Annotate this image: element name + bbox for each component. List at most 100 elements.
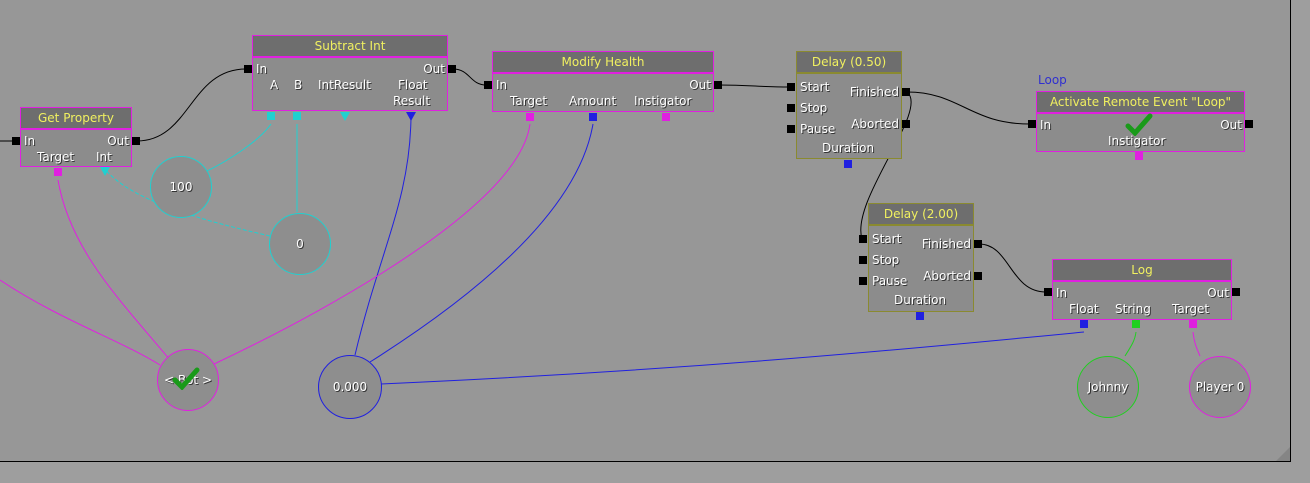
var-float-label: Float (1069, 302, 1099, 316)
in-pin[interactable] (1044, 288, 1052, 296)
var-instigator-label: Instigator (1108, 134, 1166, 148)
resize-grip[interactable] (1276, 447, 1290, 461)
pin-stop-label: Stop (872, 253, 900, 267)
activate-remote-event-node[interactable]: Activate Remote Event "Loop" In Out Inst… (1036, 91, 1245, 152)
pin-in-label: In (1056, 286, 1068, 300)
int-variable-100[interactable]: 100 (150, 156, 212, 218)
var-instigator-label: Instigator (634, 94, 692, 108)
node-title: Get Property (21, 108, 131, 130)
a-connector[interactable] (267, 112, 275, 120)
pin-pause-label: Pause (872, 274, 908, 288)
node-title: Activate Remote Event "Loop" (1037, 92, 1244, 114)
pin-out-label: Out (1220, 118, 1242, 132)
var-target-label: Target (1172, 302, 1210, 316)
node-title: Log (1053, 260, 1231, 282)
var-target-label: Target (37, 150, 75, 164)
duration-connector[interactable] (916, 312, 924, 320)
kismet-canvas[interactable]: Get Property In Out Target Int Subtract … (0, 0, 1291, 462)
string-connector[interactable] (1132, 320, 1140, 328)
pin-in-label: In (1040, 118, 1052, 132)
exec-wire (906, 91, 1031, 125)
pin-finished-label: Finished (849, 85, 899, 99)
get-property-node[interactable]: Get Property In Out Target Int (20, 107, 132, 167)
node-title: Delay (0.50) (797, 52, 901, 74)
pin-pause-label: Pause (800, 122, 836, 136)
exec-wire (978, 243, 1047, 293)
target-connector[interactable] (54, 168, 62, 176)
stop-pin[interactable] (787, 104, 795, 112)
checkmark-icon (1125, 113, 1153, 136)
pin-stop-label: Stop (800, 101, 828, 115)
instigator-connector[interactable] (1135, 152, 1143, 160)
instigator-connector[interactable] (662, 113, 670, 121)
int-connector[interactable] (100, 167, 110, 176)
in-pin[interactable] (12, 137, 20, 145)
in-pin[interactable] (1028, 120, 1036, 128)
bot-label: < Bot > (163, 373, 213, 387)
log-node[interactable]: Log In Out Float String Target (1052, 259, 1232, 320)
pin-out-label: Out (423, 62, 445, 76)
float-wire (379, 331, 1085, 385)
string-wire (1124, 331, 1137, 357)
exec-wire (136, 68, 247, 142)
pause-pin[interactable] (859, 277, 867, 285)
var-string-label: String (1115, 302, 1151, 316)
int-wire (204, 123, 272, 173)
delay-050-node[interactable]: Delay (0.50) Start Stop Pause Finished A… (796, 51, 902, 159)
amount-connector[interactable] (589, 113, 597, 121)
aborted-pin[interactable] (974, 272, 982, 280)
target-connector[interactable] (526, 113, 534, 121)
start-pin[interactable] (787, 83, 795, 91)
pause-pin[interactable] (787, 125, 795, 133)
object-variable-bot[interactable]: < Bot > (157, 349, 219, 411)
var-target-label: Target (510, 94, 548, 108)
var-result-label: Result (393, 94, 431, 108)
pin-start-label: Start (872, 232, 902, 246)
out-pin[interactable] (1232, 288, 1240, 296)
var-int-label: Int (96, 150, 112, 164)
out-pin[interactable] (714, 81, 722, 89)
pin-out-label: Out (1207, 286, 1229, 300)
pin-aborted-label: Aborted (923, 269, 971, 283)
pin-in-label: In (496, 78, 508, 92)
object-wire (1192, 331, 1201, 357)
object-wire (57, 179, 171, 361)
var-duration-label: Duration (822, 141, 875, 155)
exec-wire (718, 84, 791, 88)
finished-pin[interactable] (902, 88, 910, 96)
in-pin[interactable] (484, 81, 492, 89)
pin-aborted-label: Aborted (851, 117, 899, 131)
start-pin[interactable] (859, 235, 867, 243)
node-title: Delay (2.00) (869, 204, 973, 226)
pin-in-label: In (256, 62, 268, 76)
object-variable-player0[interactable]: Player 0 (1189, 356, 1251, 418)
out-pin[interactable] (1245, 120, 1253, 128)
pin-out-label: Out (689, 78, 711, 92)
node-title: Subtract Int (253, 36, 447, 58)
float-connector[interactable] (1080, 320, 1088, 328)
finished-pin[interactable] (974, 240, 982, 248)
float-variable-0[interactable]: 0.000 (318, 355, 382, 419)
subtract-int-node[interactable]: Subtract Int In Out A B IntResult Float … (252, 35, 448, 111)
var-amount-label: Amount (569, 94, 617, 108)
var-intresult-label: IntResult (318, 78, 371, 92)
pin-finished-label: Finished (921, 237, 971, 251)
target-connector[interactable] (1189, 320, 1197, 328)
exec-wire (452, 68, 487, 86)
int-variable-0[interactable]: 0 (269, 213, 331, 275)
out-pin[interactable] (448, 65, 456, 73)
float-wire (354, 116, 412, 356)
aborted-pin[interactable] (902, 120, 910, 128)
floatresult-connector[interactable] (406, 112, 416, 121)
duration-connector[interactable] (844, 160, 852, 168)
var-a-label: A (270, 78, 279, 92)
pin-in-label: In (24, 134, 36, 148)
in-pin[interactable] (244, 65, 252, 73)
string-variable-johnny[interactable]: Johnny (1077, 356, 1139, 418)
intresult-connector[interactable] (340, 112, 350, 121)
delay-200-node[interactable]: Delay (2.00) Start Stop Pause Finished A… (868, 203, 974, 312)
modify-health-node[interactable]: Modify Health In Out Target Amount Insti… (492, 51, 714, 112)
stop-pin[interactable] (859, 256, 867, 264)
out-pin[interactable] (132, 137, 140, 145)
b-connector[interactable] (293, 112, 301, 120)
